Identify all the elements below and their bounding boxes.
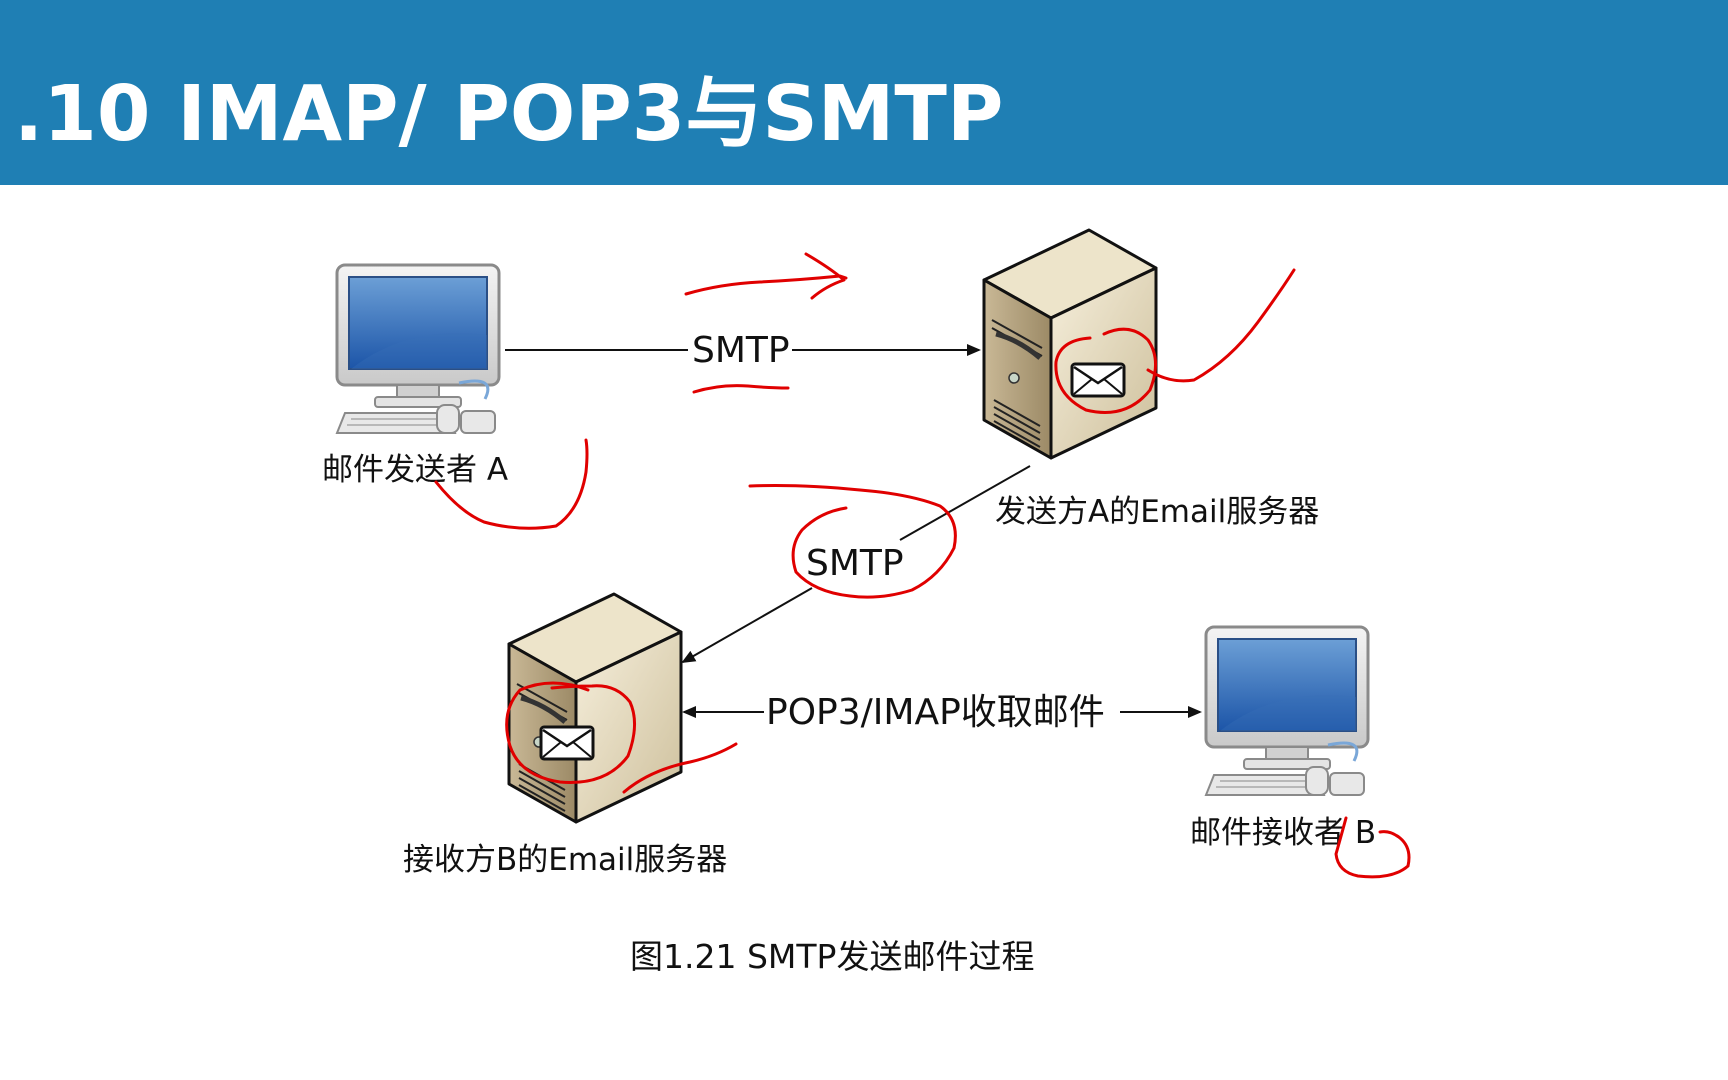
receiver-label: 邮件接收者 B [1190,815,1376,851]
edge-label-smtp-1: SMTP [692,330,790,371]
ink-circle-envelope-b [505,681,636,784]
edge-arrow-to-server-b [681,587,813,663]
ink-curl-receiver [1334,816,1411,879]
edge-label-smtp-2: SMTP [806,543,904,584]
slide-title: .10 IMAP/ POP3与SMTP [14,70,1004,159]
ink-annotations [434,252,1411,879]
figure-caption: 图1.21 SMTP发送邮件过程 [630,937,1034,976]
ink-tail-envelope-a [1146,268,1296,383]
server-b-icon [509,594,681,822]
ink-tail-envelope-b [622,742,738,794]
ink-circle-envelope-a [1054,327,1157,414]
ink-hook-sender [434,438,589,530]
edge-line-server-a [899,465,1031,541]
server-b-label: 接收方B的Email服务器 [403,842,727,878]
title-bar: .10 IMAP/ POP3与SMTP [0,0,1728,185]
ink-arrow-head [804,252,846,300]
receiver-computer-icon [1204,625,1370,797]
envelope-icon-a [1070,362,1126,398]
ink-arrow-shaft [684,274,848,296]
ink-underline-smtp-1 [692,384,790,394]
envelope-icon-b [539,725,595,761]
edge-label-pop3-imap: POP3/IMAP收取邮件 [766,692,1105,733]
server-a-label: 发送方A的Email服务器 [995,494,1319,530]
sender-computer-icon [335,263,501,435]
sender-label: 邮件发送者 A [322,452,508,488]
ink-circle-smtp-2 [748,484,957,599]
